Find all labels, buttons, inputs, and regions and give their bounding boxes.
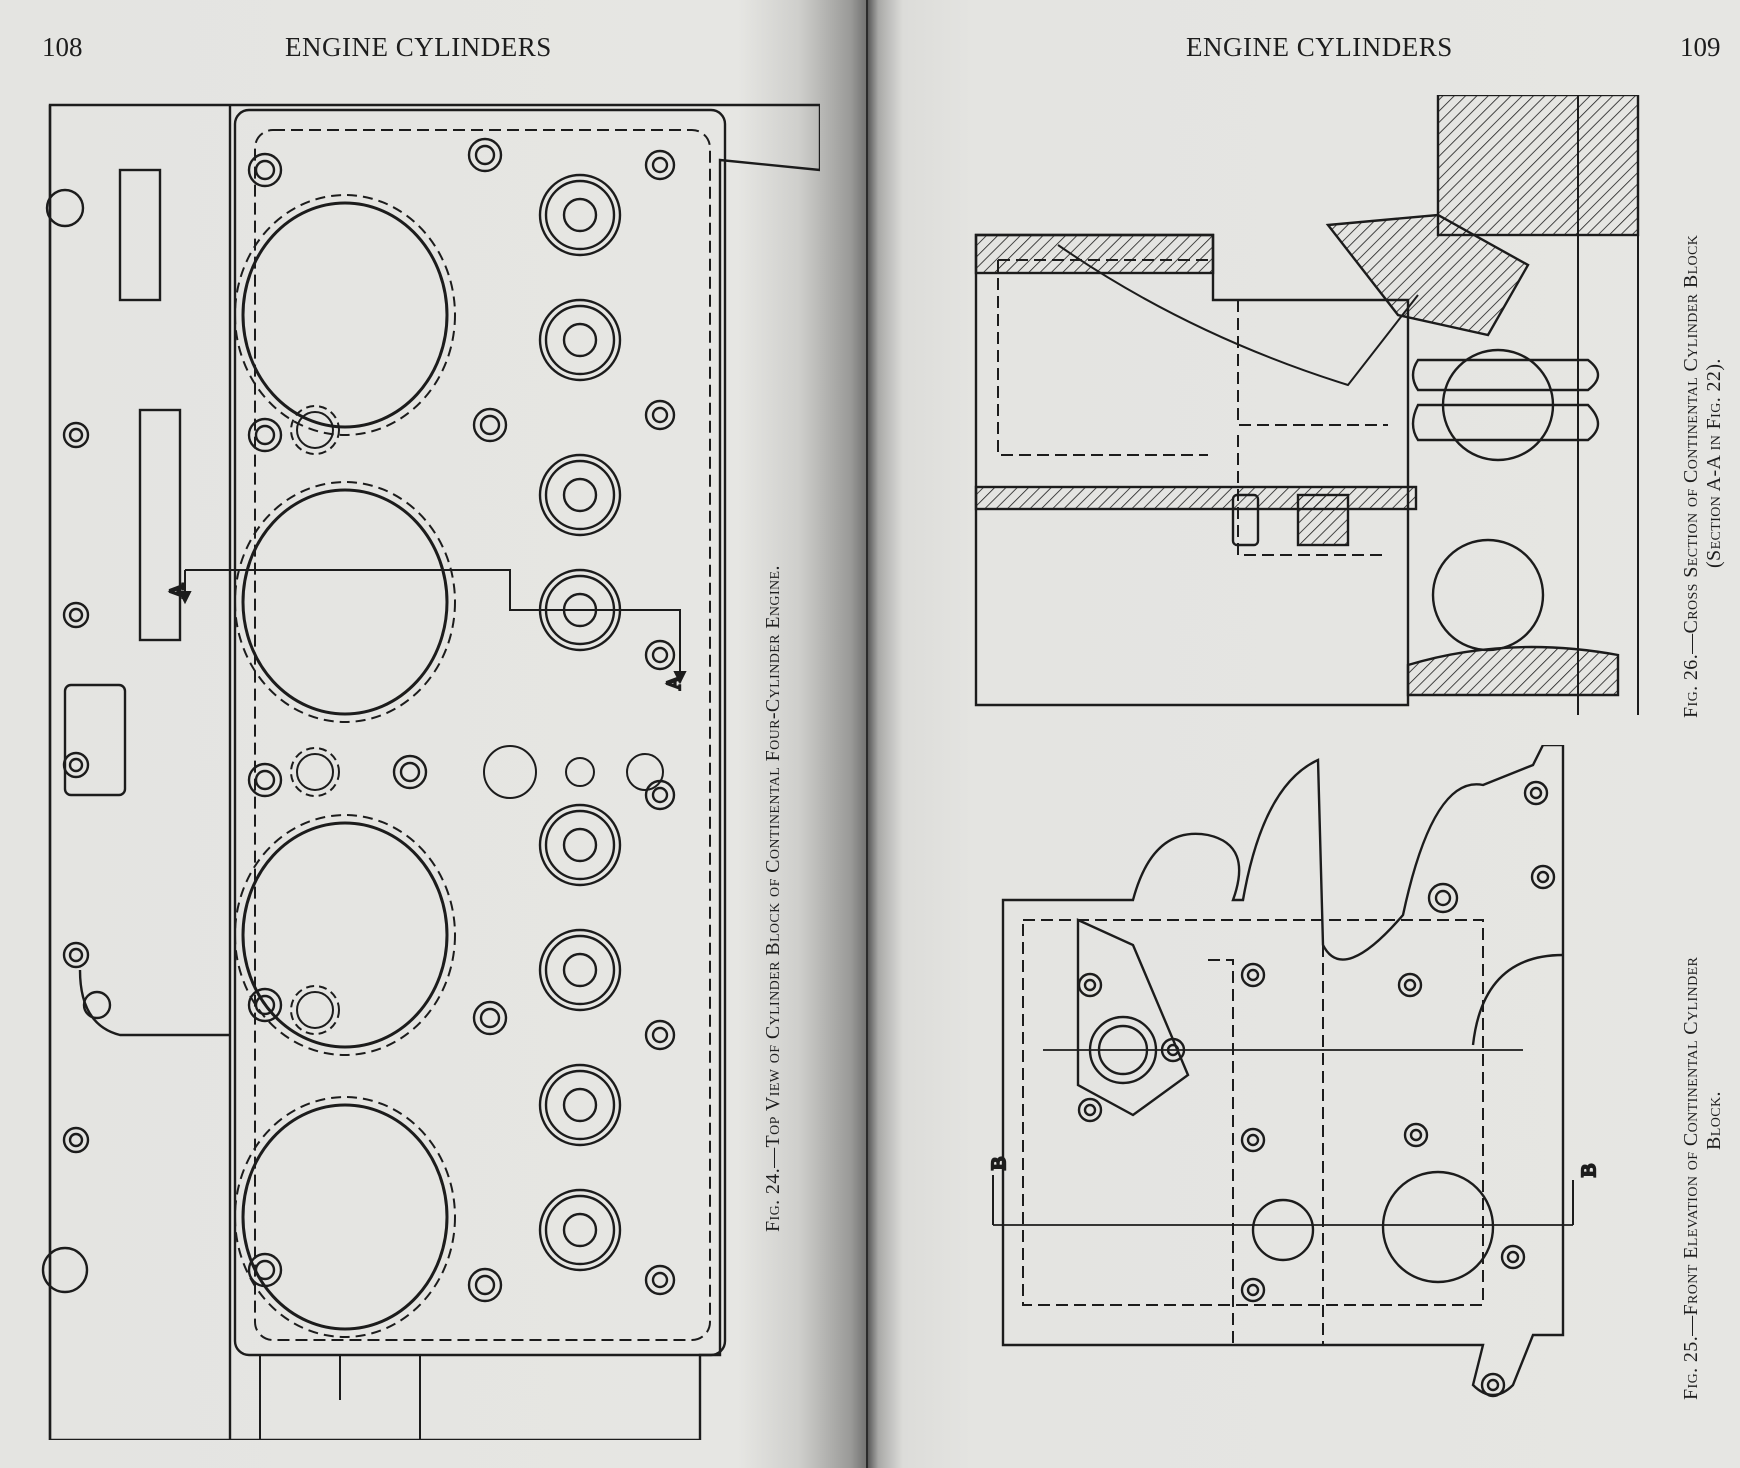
section-mark-a-right: A <box>663 675 685 690</box>
water-holes <box>290 405 664 1035</box>
block-outline <box>974 233 1410 707</box>
figure-26-caption-line1: —Cross Section of Continental Cylinder B… <box>1680 234 1702 654</box>
figure-26-caption: Fig. 26.—Cross Section of Continental Cy… <box>1680 235 1726 718</box>
figure-26-label: Fig. 26. <box>1680 653 1702 718</box>
figure-25-caption-line1: —Front Elevation of Continental Cylinder <box>1680 956 1702 1336</box>
side-bosses <box>41 168 230 1294</box>
hatched-wall <box>974 233 1215 275</box>
figure-25-label: Fig. 25. <box>1680 1335 1702 1400</box>
left-page: 108 ENGINE CYLINDERS <box>0 0 868 1468</box>
right-page: ENGINE CYLINDERS 109 <box>868 0 1740 1468</box>
section-mark-a-left: A <box>166 583 188 598</box>
page-number: 108 <box>42 32 83 62</box>
center-lines <box>993 1049 1573 1226</box>
bolt-holes <box>1077 780 1556 1398</box>
block-outline <box>1001 745 1565 1397</box>
figure-25-front-elevation-drawing: B B <box>983 745 1603 1425</box>
figure-25-caption-line2: Block. <box>1703 1091 1725 1150</box>
figure-25-caption: Fig. 25.—Front Elevation of Continental … <box>1680 957 1726 1400</box>
figure-24-label: Fig. 24. <box>762 1167 784 1232</box>
figure-24-caption-text: —Top View of Cylinder Block of Continent… <box>762 565 784 1168</box>
running-head: ENGINE CYLINDERS <box>285 32 552 62</box>
block-head-surface <box>233 108 727 1357</box>
running-head: ENGINE CYLINDERS <box>1186 32 1453 62</box>
block-outline <box>48 103 820 1440</box>
page-number: 109 <box>1680 32 1721 62</box>
section-mark-b-right: B <box>1578 1164 1600 1177</box>
cylinder-bores <box>234 194 456 1338</box>
valve-seats <box>538 173 622 1272</box>
figure-26-cross-section-drawing <box>968 95 1648 715</box>
section-line-a <box>178 569 687 685</box>
camshaft-bearing <box>1381 1170 1495 1284</box>
section-mark-b-left: B <box>988 1157 1010 1170</box>
figure-24-caption: Fig. 24.—Top View of Cylinder Block of C… <box>762 565 785 1232</box>
figure-24-top-view-drawing: A A <box>40 100 820 1440</box>
figure-26-caption-line2: (Section A-A in Fig. 22). <box>1703 358 1725 568</box>
camshaft-circle <box>1431 538 1545 652</box>
